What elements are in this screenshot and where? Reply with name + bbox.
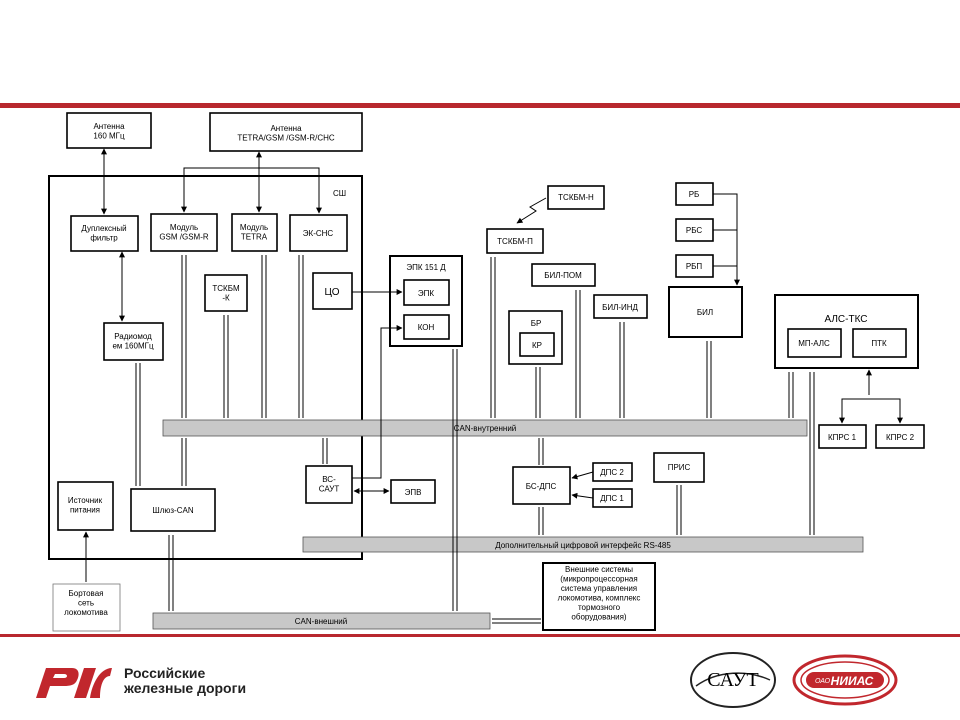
bil-ind-box [593,294,648,319]
kon-box [403,314,450,340]
can-external-label: CAN-внешний [295,617,347,626]
radiomodem-box [103,322,164,361]
als-tks-label: АЛС-ТКС [824,314,867,325]
kon-label: КОН [418,323,435,332]
company-line-2: железные дороги [124,680,247,696]
br-label: БР [531,319,542,328]
bil-box [668,286,743,338]
ek-sns-box [289,214,348,252]
niias-logo-prefix: ОАО [815,678,831,685]
link-kprs1 [839,398,869,424]
link-vssaut-kon [352,325,403,479]
epv-label: ЭПВ [405,488,422,497]
bs-dps-box [512,466,571,505]
tskbm-k-label: ТСКБМ-К [212,284,240,303]
pris-label: ПРИС [668,463,691,472]
bottom-red-line [0,634,960,637]
company-name: Российские железные дороги [124,666,246,696]
antenna-160-box [66,112,152,149]
radio-link-zigzag [516,197,547,224]
block-diagram: СШ CAN-внутренний Дополнительный цифрово… [48,112,925,632]
dps1-label: ДПС 1 [600,494,624,503]
mp-als-label: МП-АЛС [798,339,830,348]
saut-logo-icon: САУТ [690,652,776,708]
external-systems-box [542,562,656,631]
vs-saut-box [305,465,353,504]
can-external-links [168,349,541,624]
niias-logo-text: НИИАС [831,674,874,688]
kprs2-label: КПРС 2 [886,433,915,442]
sh-frame [48,175,363,560]
kr-label: КР [532,341,542,350]
top-red-line [0,103,960,108]
kprs1-label: КПРС 1 [828,433,857,442]
sh-label: СШ [333,189,346,198]
kprs1-box [818,424,867,449]
duplex-filter-box [70,215,139,252]
ptk-label: ПТК [871,339,887,348]
can-internal-links [135,255,794,486]
bs-dps-label: БС-ДПС [526,482,557,491]
kr-box [519,332,555,357]
onboard-network-box [52,583,121,632]
tskbm-n-box [547,185,605,210]
epk-label: ЭПК [418,289,435,298]
link-kprs2 [869,398,903,424]
ptk-box [852,328,907,358]
link-antenna-eksns [259,167,322,214]
bil-label: БИЛ [697,308,713,317]
link-antenna-gsm [181,167,259,213]
tskbm-n-label: ТСКБМ-Н [558,193,594,202]
can-internal-bus [162,419,808,437]
co-box [312,272,353,310]
rzd-logo-icon [36,668,112,698]
rb-label: РБ [689,190,700,199]
rbs-label: РБС [686,226,702,235]
tskbm-k-box [204,274,248,312]
niias-logo-icon: ОАО НИИАС [792,654,898,706]
rs485-label: Дополнительный цифровой интерфейс RS-485 [495,541,671,550]
ek-sns-label: ЭК-СНС [303,229,334,238]
can-external-bus [152,612,491,630]
link-rb-bil [713,193,740,286]
gateway-can-box [130,488,216,532]
rs485-links [538,372,815,535]
bil-pom-box [531,263,596,287]
kprs2-box [875,424,925,449]
diagram-frame: СШ CAN-внутренний Дополнительный цифрово… [47,111,928,633]
can-internal-label: CAN-внутренний [454,424,517,433]
link-dps1-bsdps [571,492,594,499]
dps2-label: ДПС 2 [600,468,624,477]
link-dps2-bsdps [571,471,594,480]
mp-als-box [787,328,842,358]
company-line-1: Российские [124,665,206,681]
epk151-label: ЭПК 151 Д [406,263,446,272]
tskbm-p-box [486,228,544,254]
epv-box [390,479,436,504]
saut-logo-text: САУТ [707,669,758,691]
power-source-box [57,481,114,531]
antenna-tetra-box [209,112,363,152]
gateway-can-label: Шлюз-CAN [152,506,193,515]
vs-saut-label: ВС-САУТ [319,475,340,494]
co-label: ЦО [325,287,340,298]
tskbm-p-label: ТСКБМ-П [497,237,533,246]
rbp-label: РБП [686,262,703,271]
gsm-module-box [150,213,218,252]
tetra-module-box [231,213,278,252]
rs485-bus [302,536,864,553]
bil-ind-label: БИЛ-ИНД [602,303,638,312]
pris-box [653,452,705,483]
epk-box [403,279,450,306]
bil-pom-label: БИЛ-ПОМ [544,271,582,280]
